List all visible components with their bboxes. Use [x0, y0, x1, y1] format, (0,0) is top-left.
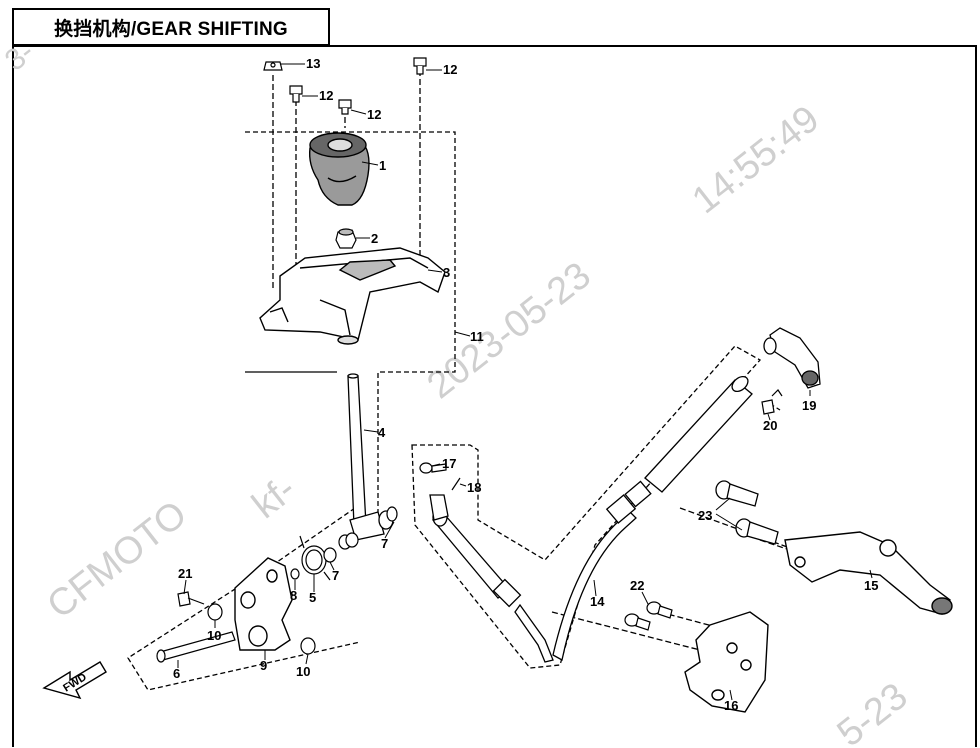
bolts-23 [715, 480, 779, 545]
assembly-11-outline [245, 131, 456, 521]
cable-group-outline [411, 345, 762, 669]
callout-14: 14 [590, 594, 605, 609]
gear-knob [308, 132, 370, 206]
callout-7b: 7 [332, 568, 339, 583]
callout-12c: 12 [367, 107, 381, 122]
callout-10a: 10 [207, 628, 221, 643]
cotter-18 [451, 477, 461, 491]
bolts-22 [624, 601, 673, 631]
bolt-17 [419, 462, 447, 474]
pivot-group-outline [127, 507, 361, 691]
callout-9: 9 [260, 658, 267, 673]
fwd-arrow: FWD [42, 661, 107, 700]
shift-cable [429, 375, 753, 663]
shift-lever-15 [784, 531, 953, 615]
watermark-time: 14:55:49 [685, 98, 827, 222]
shift-gate [259, 247, 446, 345]
callout-7a: 7 [381, 536, 388, 551]
callout-numbers: 13 12 12 12 1 2 3 11 4 7 7 5 8 21 10 9 1… [173, 56, 878, 713]
pivot-bracket [234, 557, 293, 651]
callout-4: 4 [378, 425, 386, 440]
pin-6 [156, 631, 236, 663]
callout-18: 18 [467, 480, 481, 495]
callout-3: 3 [443, 265, 450, 280]
callout-21: 21 [178, 566, 192, 581]
callout-1: 1 [379, 158, 386, 173]
drawing-frame [12, 45, 977, 747]
callout-22: 22 [630, 578, 644, 593]
callout-12b: 12 [319, 88, 333, 103]
watermark-user: kf- [245, 468, 304, 527]
callout-17: 17 [442, 456, 456, 471]
bushing-7 [338, 506, 398, 550]
washer-8 [290, 568, 300, 580]
callout-13: 13 [306, 56, 320, 71]
leader-16 [551, 611, 701, 651]
washer-10a [207, 603, 223, 621]
callout-2: 2 [371, 231, 378, 246]
watermark-fragment-top: 3- [0, 35, 40, 77]
callout-15: 15 [864, 578, 878, 593]
callout-20: 20 [763, 418, 777, 433]
callout-19: 19 [802, 398, 816, 413]
washer-10b [300, 637, 316, 655]
nut-2 [335, 228, 357, 249]
callout-8: 8 [290, 588, 297, 603]
watermark-fragment-bottom: 5-23 [830, 675, 916, 748]
watermark-brand: CFMOTO [40, 493, 195, 627]
link-19 [763, 327, 821, 389]
callout-12a: 12 [443, 62, 457, 77]
bolt-20 [761, 389, 783, 415]
bolts-12-13 [263, 57, 427, 115]
bolt-21 [177, 591, 205, 607]
callout-5: 5 [309, 590, 316, 605]
callout-10b: 10 [296, 664, 310, 679]
callout-23: 23 [698, 508, 712, 523]
callout-11: 11 [470, 329, 484, 344]
callout-leaders [177, 63, 873, 701]
leader-23 [679, 507, 791, 549]
shift-rod [347, 373, 394, 541]
callout-16: 16 [724, 698, 738, 713]
diagram-title: 换挡机构/GEAR SHIFTING [12, 8, 330, 46]
washer-7b [323, 547, 337, 563]
bracket-16 [684, 611, 769, 713]
callout-6: 6 [173, 666, 180, 681]
